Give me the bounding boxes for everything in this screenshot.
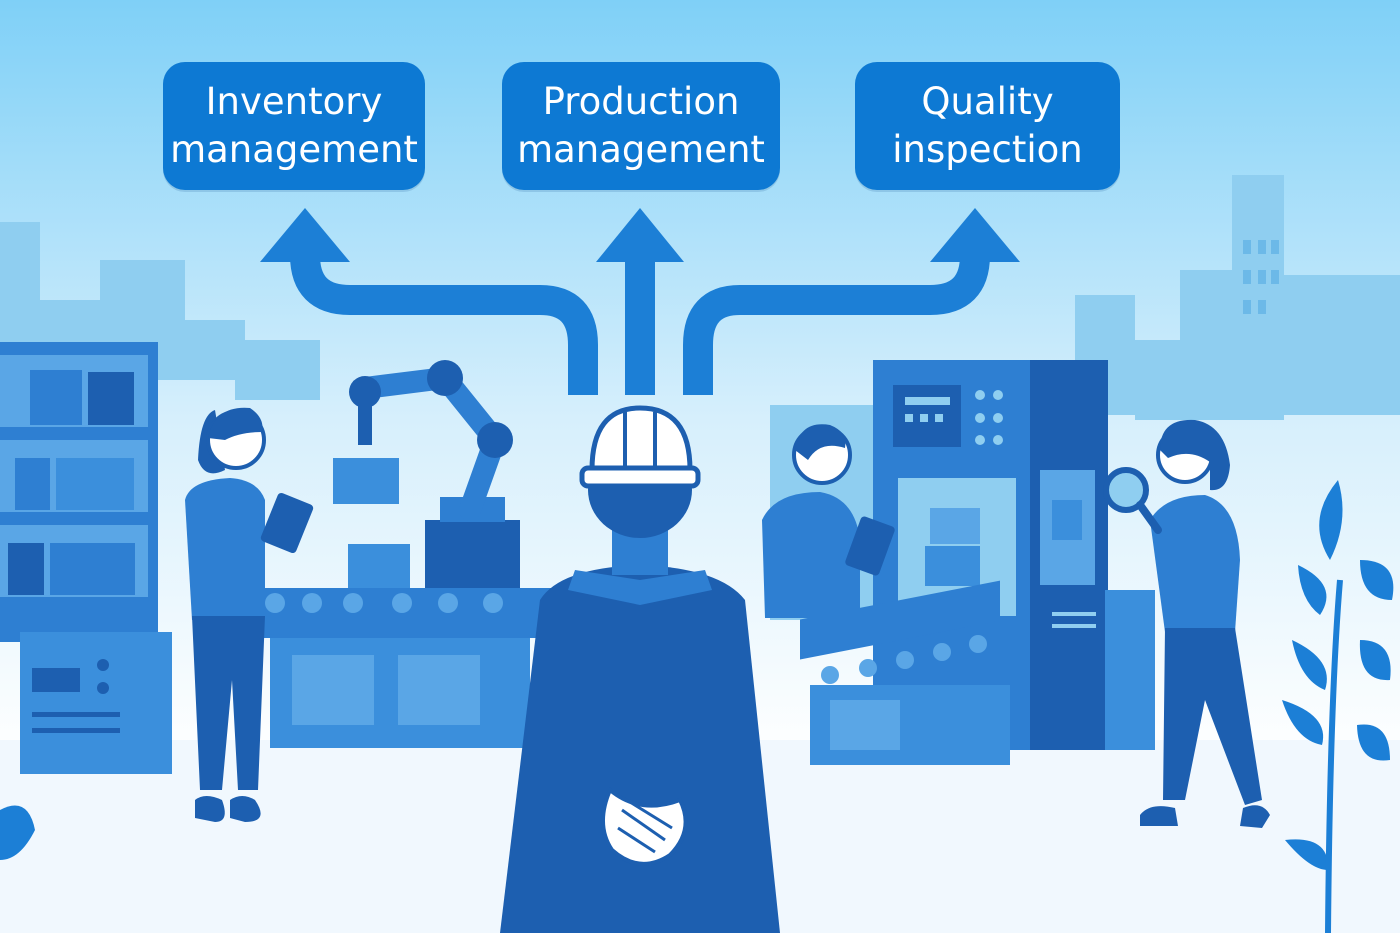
inventory-management-label: Inventory management (163, 62, 425, 190)
building-windows (1243, 240, 1279, 314)
inventory-label-line2: management (170, 128, 418, 171)
arrow-heads (260, 208, 1020, 262)
production-management-label: Production management (502, 62, 780, 190)
tablet-icon (260, 492, 314, 554)
control-cabinet (20, 632, 172, 774)
quality-label-line1: Quality (921, 80, 1054, 123)
engineer-figure (500, 405, 780, 933)
quality-inspection-label: Quality inspection (855, 62, 1120, 190)
warehouse-shelf (0, 342, 158, 642)
production-label-line2: management (517, 128, 765, 171)
worker-inventory (185, 407, 314, 822)
worker-production (762, 424, 895, 618)
worker-quality (1103, 419, 1270, 828)
hard-hat-icon (579, 405, 701, 489)
inventory-label-line1: Inventory (205, 80, 383, 123)
cardboard-box-icon (333, 458, 410, 590)
magnifier-icon (1103, 467, 1162, 534)
production-label-line1: Production (542, 80, 740, 123)
conveyor-left (250, 588, 555, 748)
quality-label-line2: inspection (892, 128, 1083, 171)
conveyor-right (800, 580, 1155, 765)
flow-arrow-icon (290, 250, 990, 395)
tablet-icon (845, 516, 895, 576)
plant-leaf-icon (0, 480, 1394, 933)
robot-arm-icon (349, 360, 520, 592)
